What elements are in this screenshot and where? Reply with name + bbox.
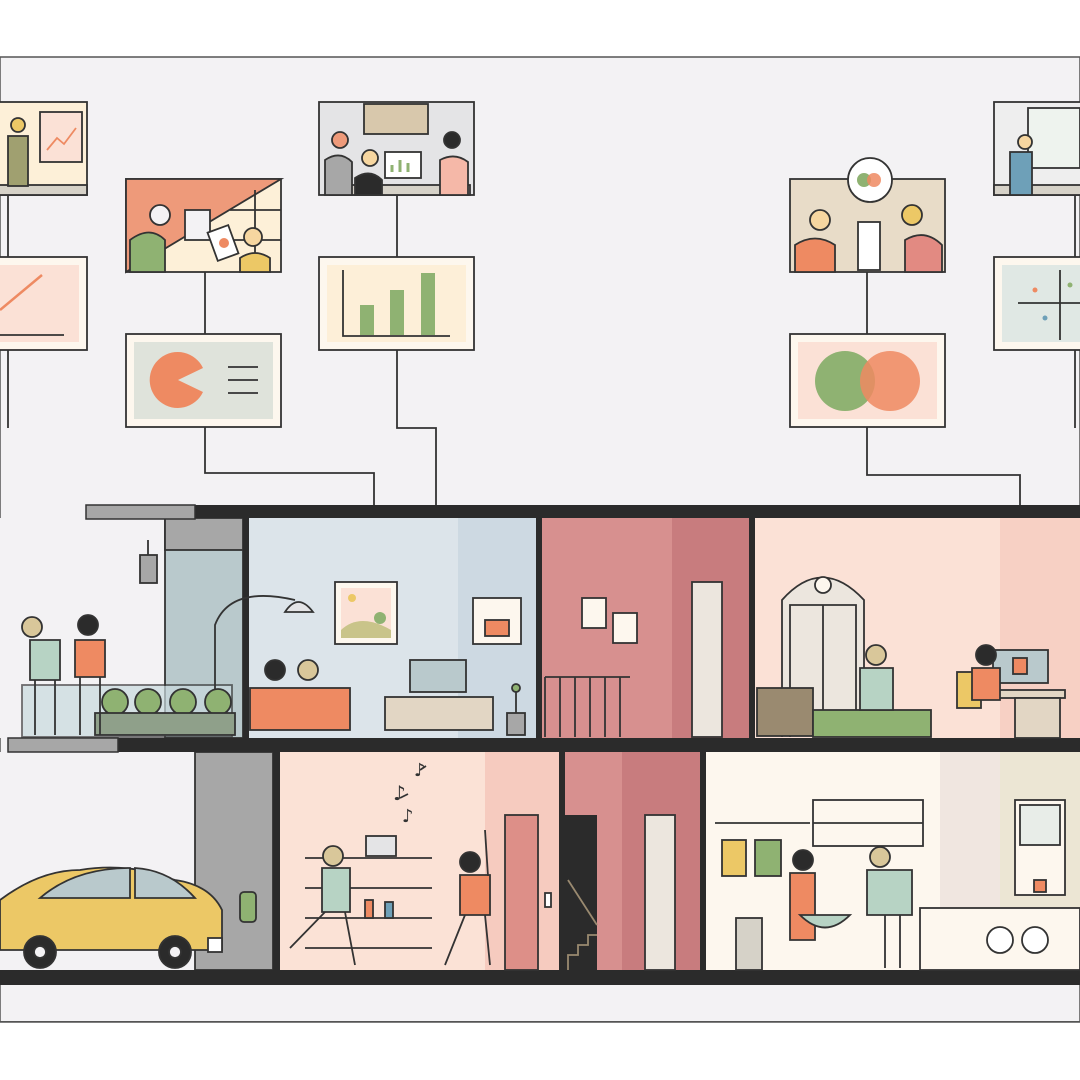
bar-chart-icon [318,256,475,351]
scene-person-at-board [993,101,1080,196]
living-room-scene [214,581,526,736]
svg-text:♪: ♪ [414,760,426,781]
stairwell-upper-scene [544,581,723,738]
scene-presenter-with-chart [0,101,88,196]
line-chart-icon [0,256,88,351]
music-room-scene: ♪ ♪ ♪ [289,760,552,971]
balcony-scene [21,540,236,738]
bottom-frame-line [0,1021,1080,1023]
scatter-plot-icon [993,256,1080,351]
scene-water-cooler-chat [789,157,946,273]
pie-chart-icon [125,333,282,428]
stairwell-lower-scene [567,814,676,971]
garage-scene [0,866,257,969]
venn-diagram-icon [789,333,946,428]
kitchen-scene [715,799,1080,971]
svg-text:♪: ♪ [393,781,406,805]
scene-team-meeting [318,101,475,196]
bedroom-scene [756,576,1066,739]
scene-person-with-tablet [125,178,285,274]
svg-text:♪: ♪ [402,806,414,827]
